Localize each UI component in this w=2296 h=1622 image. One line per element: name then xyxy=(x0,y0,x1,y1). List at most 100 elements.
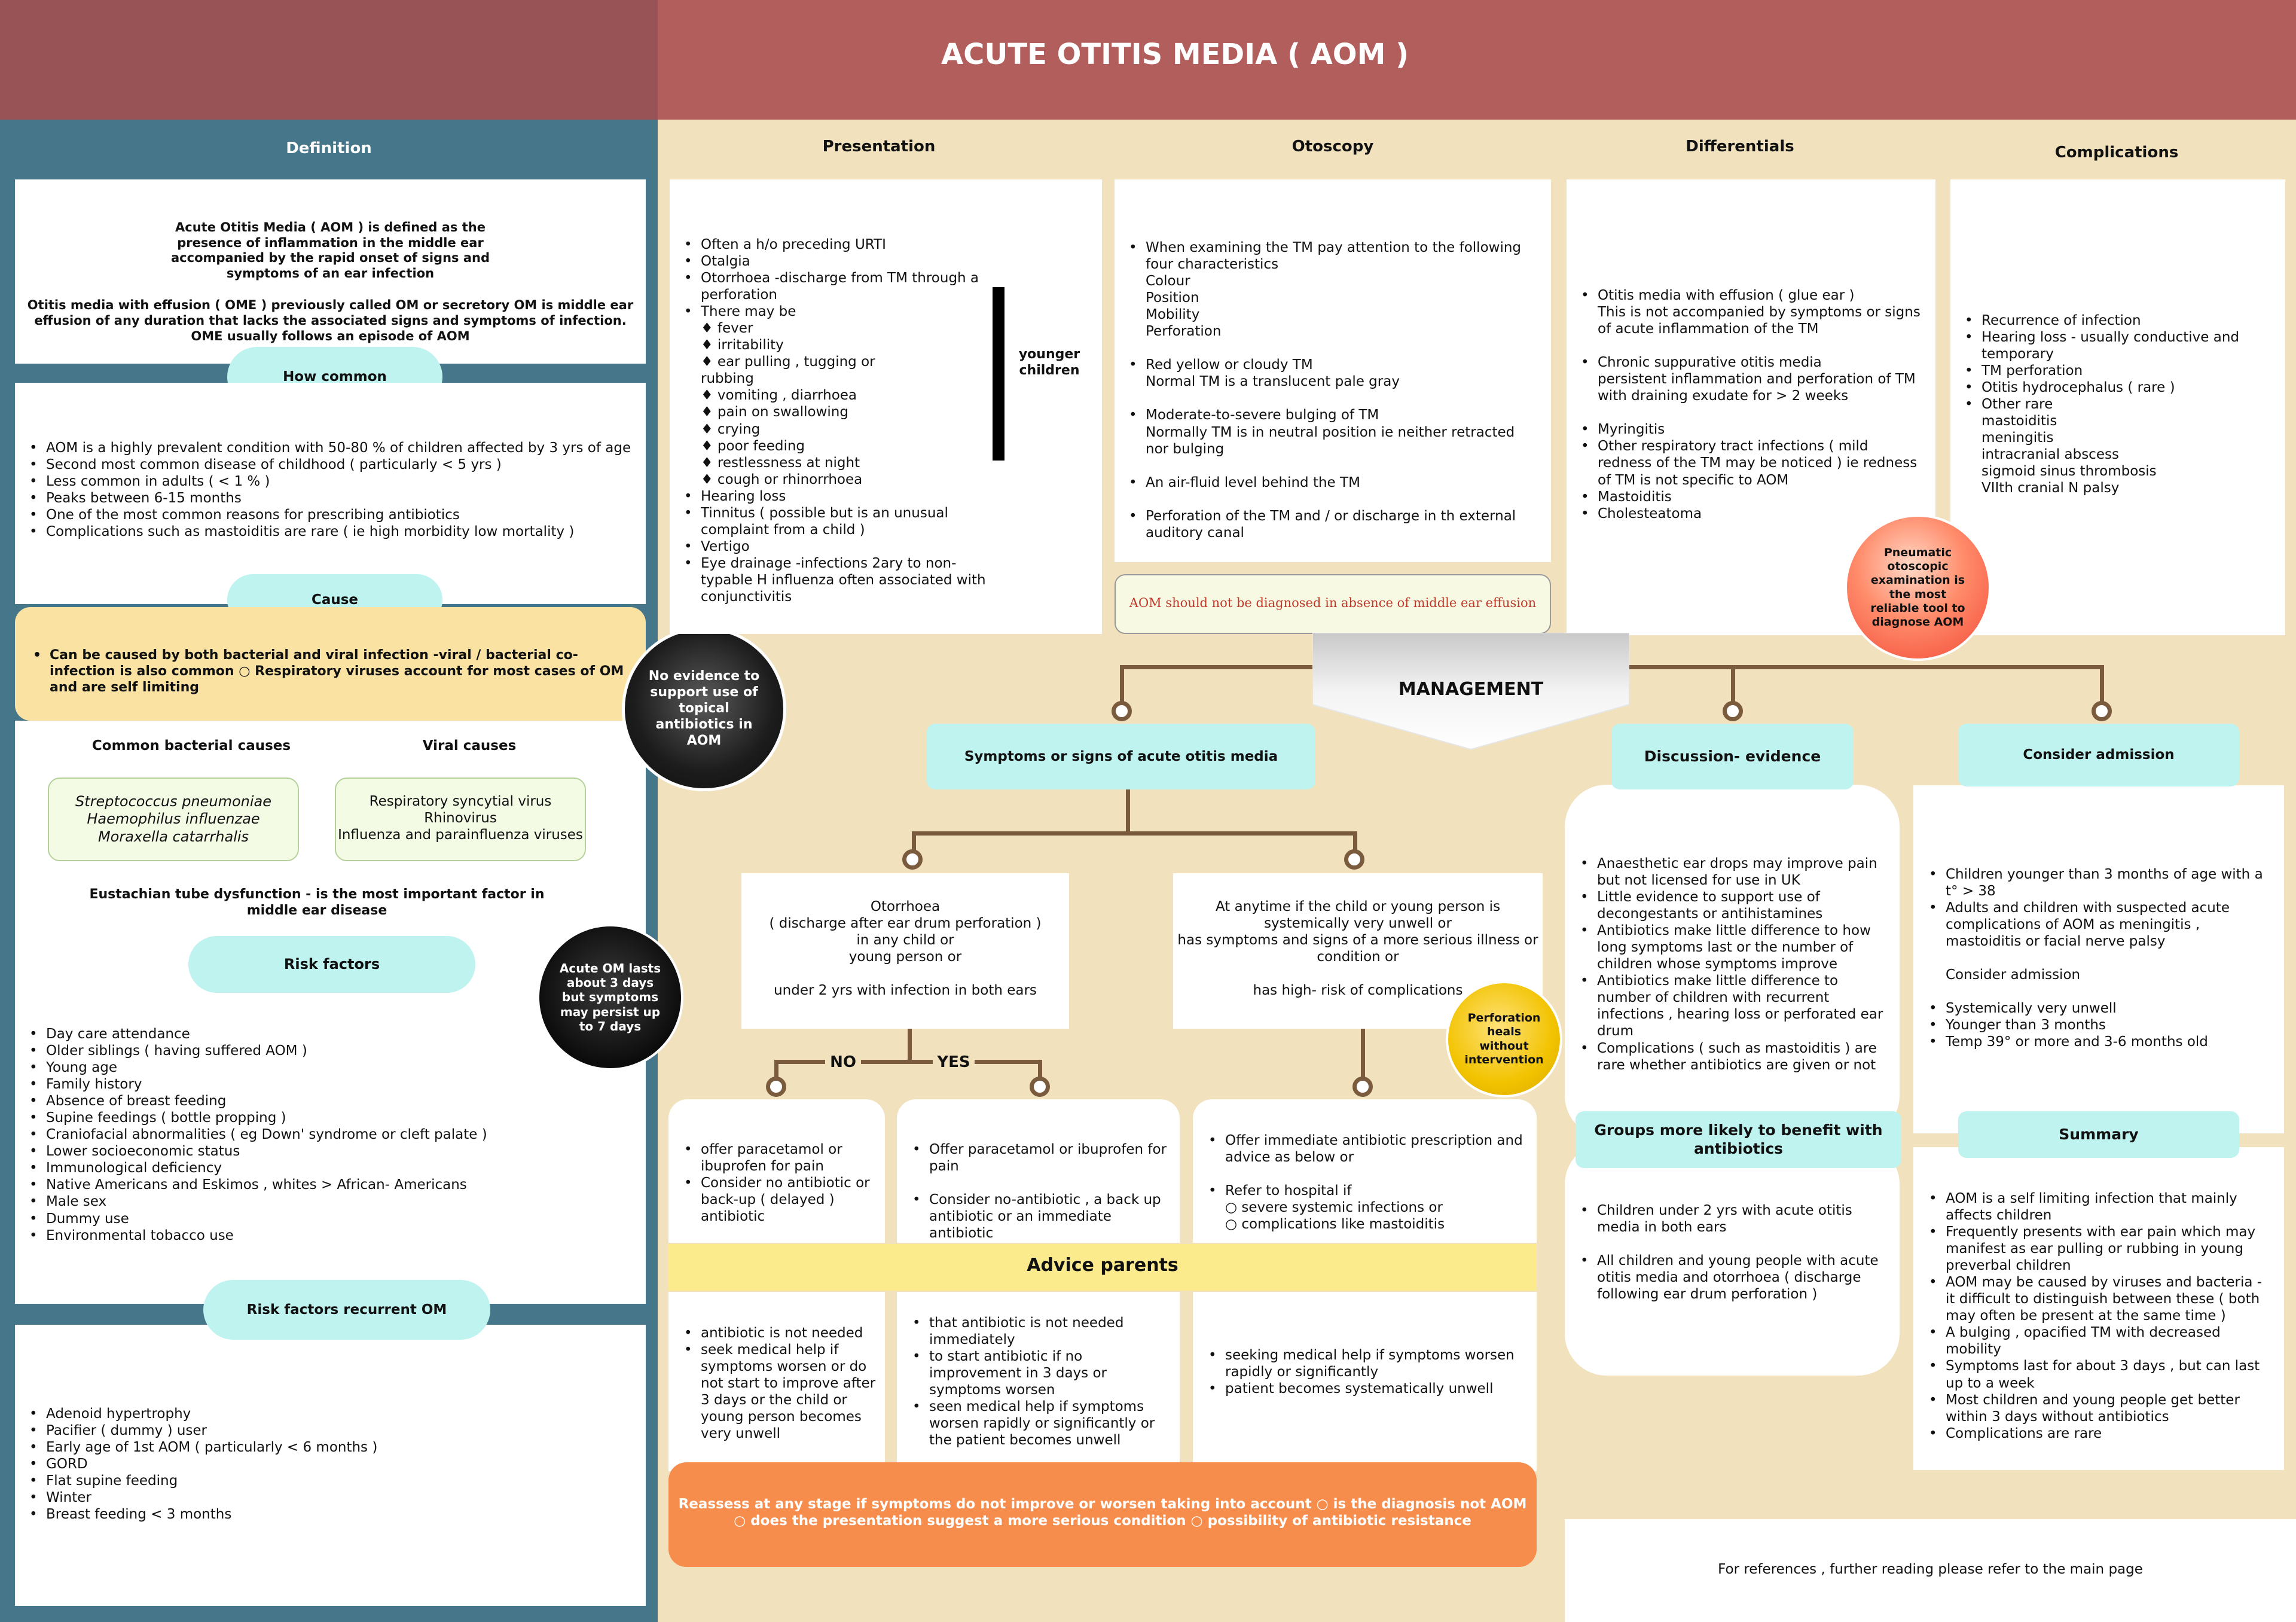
connector xyxy=(912,831,1357,836)
list-item: Children under 2 yrs with acute otitis m… xyxy=(1578,1202,1889,1236)
list-item: offer paracetamol or ibuprofen for pain xyxy=(682,1141,876,1175)
cause-text: Can be caused by both bacterial and vira… xyxy=(30,648,630,696)
definition-aom: Acute Otitis Media ( AOM ) is defined as… xyxy=(171,220,490,281)
groups-list: Children under 2 yrs with acute otitis m… xyxy=(1578,1202,1889,1303)
page-title: ACUTE OTITIS MEDIA ( AOM ) xyxy=(941,38,1409,71)
list-item: Hearing loss - usually conductive and te… xyxy=(1962,329,2273,362)
list-item: Other rare xyxy=(1962,396,2273,413)
advice-no-list: antibiotic is not neededseek medical hel… xyxy=(682,1325,879,1442)
risk-recurrent-heading: Risk factors recurrent OM xyxy=(203,1280,490,1340)
cause-item: Influenza and parainfluenza viruses xyxy=(338,827,583,843)
list-item: rubbing xyxy=(701,371,754,387)
list-item: intracranial abscess xyxy=(1981,447,2119,463)
list-item: Consider no-antibiotic , a back up antib… xyxy=(910,1191,1173,1242)
list-item: Day care attendance xyxy=(27,1026,487,1042)
otorrhoea-box: Otorrhoea ( discharge after ear drum per… xyxy=(741,873,1069,1029)
list-spacer xyxy=(1926,983,2273,1000)
list-item: Complications such as mastoiditis are ra… xyxy=(27,523,634,540)
risk-factors-heading: Risk factors xyxy=(188,936,475,993)
summary-list: AOM is a self limiting infection that ma… xyxy=(1926,1190,2273,1442)
cause-item: Respiratory syncytial virus xyxy=(369,794,552,809)
list-item: ○ complications like mastoiditis xyxy=(1225,1216,1445,1233)
list-item: seek medical help if symptoms worsen or … xyxy=(682,1341,879,1442)
list-item: Frequently presents with ear pain which … xyxy=(1926,1224,2273,1274)
list-item: Older siblings ( having suffered AOM ) xyxy=(27,1042,487,1059)
connector-node xyxy=(766,1077,786,1097)
connector xyxy=(774,1060,1042,1064)
differentials-box: Otitis media with effusion ( glue ear )T… xyxy=(1567,179,1935,635)
discussion-box: Anaesthetic ear drops may improve pain b… xyxy=(1565,785,1900,1138)
list-item: Perforation xyxy=(1146,324,1222,340)
reassess-banner: Reassess at any stage if symptoms do not… xyxy=(668,1462,1537,1567)
list-item: Antibiotics make little difference to ho… xyxy=(1578,922,1889,972)
list-spacer xyxy=(1126,340,1539,356)
connector xyxy=(774,1060,778,1078)
bacterial-heading: Common bacterial causes xyxy=(91,738,291,754)
otoscopy-list: When examining the TM pay attention to t… xyxy=(1126,239,1539,541)
list-item: ♦ irritability xyxy=(701,337,784,353)
definition-box: Acute Otitis Media ( AOM ) is defined as… xyxy=(15,179,646,364)
definition-heading: Definition xyxy=(286,139,372,157)
discussion-heading: Discussion- evidence xyxy=(1611,724,1854,789)
list-item: Flat supine feeding xyxy=(27,1472,377,1489)
cause-item: Streptococcus pneumoniae xyxy=(75,793,272,810)
list-item: There may be xyxy=(682,303,987,320)
list-item: Craniofacial abnormalities ( eg Down' sy… xyxy=(27,1126,487,1143)
list-item: ♦ vomiting , diarrhoea xyxy=(701,388,857,404)
definition-ome: Otitis media with effusion ( OME ) previ… xyxy=(27,298,634,343)
list-item: ♦ pain on swallowing xyxy=(701,404,848,420)
list-item: Consider no antibiotic or back-up ( dela… xyxy=(682,1175,876,1225)
list-item: Second most common disease of childhood … xyxy=(27,456,634,473)
header-right-band xyxy=(658,0,2296,120)
risk-recurrent-box: Adenoid hypertrophyPacifier ( dummy ) us… xyxy=(15,1325,646,1606)
list-item: Cholesteatoma xyxy=(1578,505,1925,522)
list-item: A bulging , opacified TM with decreased … xyxy=(1926,1324,2273,1358)
list-item: Otitis hydrocephalus ( rare ) xyxy=(1962,379,2273,396)
cause-item: Moraxella catarrhalis xyxy=(97,828,249,845)
list-item: Breast feeding < 3 months xyxy=(27,1506,377,1523)
list-item: ○ severe systemic infections or xyxy=(1225,1200,1443,1216)
list-item: Recurrence of infection xyxy=(1962,312,2273,329)
immediate-antibiotic-list: Offer immediate antibiotic prescription … xyxy=(1206,1132,1529,1233)
groups-box: Children under 2 yrs with acute otitis m… xyxy=(1565,1142,1900,1376)
symptoms-heading: Symptoms or signs of acute otitis media xyxy=(927,724,1315,789)
list-item: Otitis media with effusion ( glue ear ) xyxy=(1578,287,1925,304)
header-left-band xyxy=(0,0,658,120)
list-item: Tinnitus ( possible but is an unusual co… xyxy=(682,505,987,538)
list-item: Systemically very unwell xyxy=(1926,1000,2273,1017)
list-item: Dummy use xyxy=(27,1211,487,1227)
how-common-list: AOM is a highly prevalent condition with… xyxy=(27,440,634,540)
younger-children-label: younger children xyxy=(1018,347,1080,378)
list-item: Immunological deficiency xyxy=(27,1160,487,1176)
topical-antibiotics-circle: No evidence to support use of topical an… xyxy=(622,627,786,791)
list-item: Younger than 3 months xyxy=(1926,1017,2273,1033)
connector-node xyxy=(1344,849,1364,870)
list-item: Anaesthetic ear drops may improve pain b… xyxy=(1578,855,1889,889)
connector-node xyxy=(1030,1077,1050,1097)
viral-heading: Viral causes xyxy=(422,738,517,754)
list-item: Lower socioeconomic status xyxy=(27,1143,487,1160)
presentation-box: Often a h/o preceding URTIOtalgiaOtorrho… xyxy=(670,179,1102,634)
cause-detail-box: Common bacterial causes Viral causes Str… xyxy=(15,721,646,918)
list-item: GORD xyxy=(27,1456,377,1472)
groups-heading: Groups more likely to benefit with antib… xyxy=(1576,1111,1901,1168)
list-item: VIIth cranial N palsy xyxy=(1981,480,2120,496)
list-item: AOM is a self limiting infection that ma… xyxy=(1926,1190,2273,1224)
presentation-heading: Presentation xyxy=(822,138,936,156)
management-heading: MANAGEMENT xyxy=(1398,679,1544,700)
connector xyxy=(912,831,916,855)
panel-gap xyxy=(0,954,15,972)
advice-parents-heading: Advice parents xyxy=(668,1244,1537,1291)
list-item: Little evidence to support use of decong… xyxy=(1578,889,1889,922)
connector-node xyxy=(1112,701,1132,721)
otoscopy-heading: Otoscopy xyxy=(1292,138,1374,156)
list-item: Adults and children with suspected acute… xyxy=(1926,900,2273,950)
list-item: Hearing loss xyxy=(682,488,987,505)
list-spacer xyxy=(1126,390,1539,407)
cause-item: Haemophilus influenzae xyxy=(87,810,260,828)
summary-heading: Summary xyxy=(1958,1111,2239,1158)
list-item: antibiotic is not needed xyxy=(682,1325,879,1341)
cause-box: Can be caused by both bacterial and vira… xyxy=(15,607,646,721)
list-spacer xyxy=(1578,1236,1889,1252)
connector xyxy=(2100,665,2104,707)
